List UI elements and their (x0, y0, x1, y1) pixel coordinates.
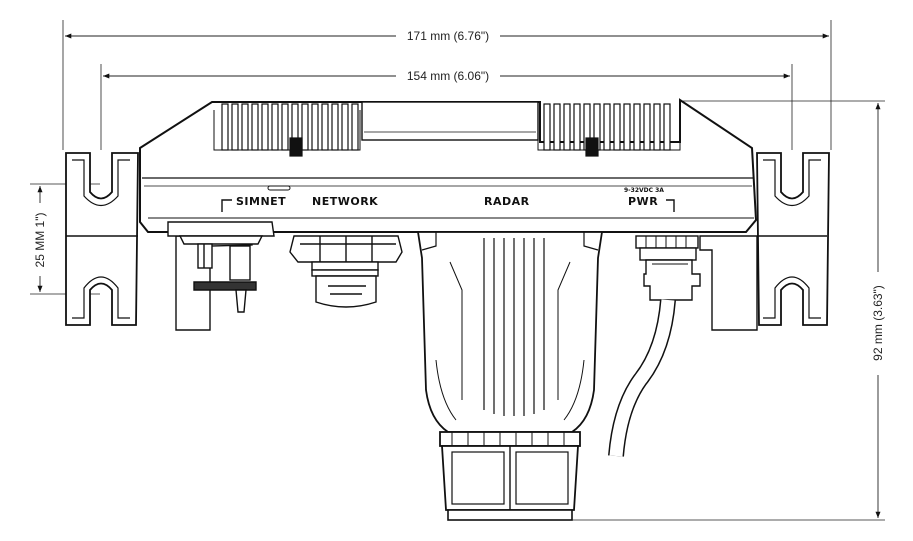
connector-labels: SIMNET NETWORK RADAR 9-32VDC 3A PWR (221, 185, 675, 212)
network-connector (289, 235, 403, 308)
power-label: PWR (628, 195, 658, 208)
height-dimension: 92 mm (3.63") (560, 100, 885, 521)
slot-spacing-dimension: 25 MM 1") (30, 183, 100, 295)
overall-width-label: 171 mm (6.76") (407, 29, 489, 43)
network-label: NETWORK (312, 195, 378, 208)
simnet-connector (167, 221, 275, 313)
right-heatsink (543, 103, 671, 157)
power-connector (635, 235, 701, 301)
power-cable (608, 299, 676, 457)
mount-width-dimension: 154 mm (6.06") (100, 64, 793, 150)
overall-width-dimension: 171 mm (6.76") (62, 20, 832, 150)
simnet-label: SIMNET (236, 195, 286, 208)
radar-cable-gland (439, 431, 581, 521)
radar-label: RADAR (484, 195, 530, 208)
mount-width-label: 154 mm (6.06") (407, 69, 489, 83)
height-label: 92 mm (3.63") (871, 285, 885, 361)
radar-connector (416, 231, 604, 433)
side-flanges (175, 235, 758, 331)
left-heatsink (221, 103, 359, 157)
slot-spacing-label: 25 MM 1") (33, 213, 47, 268)
power-rating-label: 9-32VDC 3A (624, 187, 664, 194)
right-mounting-bracket (756, 152, 830, 326)
left-mounting-bracket (65, 152, 139, 326)
